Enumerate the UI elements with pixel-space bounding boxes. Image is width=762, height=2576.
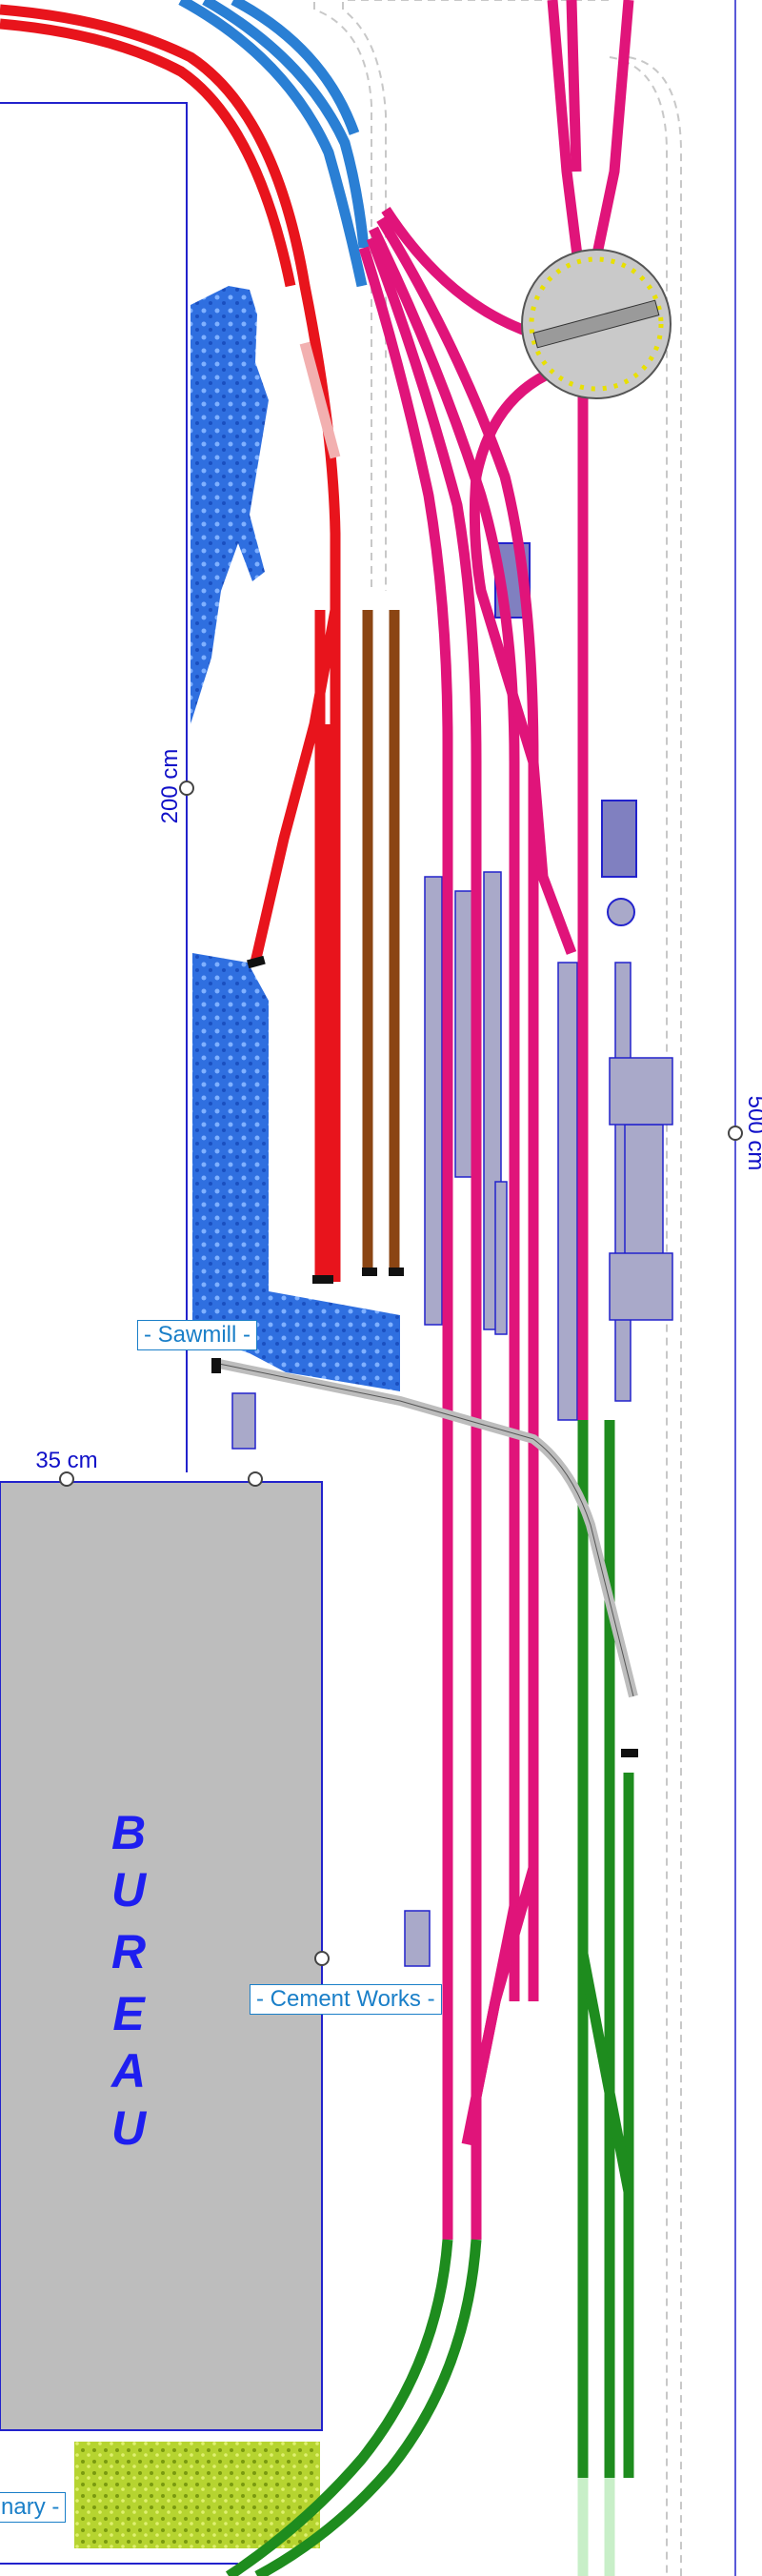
bureau-block: B U R E A U — [0, 1481, 323, 2431]
dimension-label-left: 200 cm — [157, 749, 183, 824]
primary-label[interactable]: nary - — [0, 2492, 67, 2523]
dimension-label-right: 500 cm — [743, 1096, 762, 1171]
pond-lower — [192, 953, 400, 1391]
blue-tracks[interactable] — [178, 0, 370, 288]
sawmill-label[interactable]: - Sawmill - — [137, 1320, 257, 1350]
pond-upper — [190, 286, 269, 724]
bureau-letter: B — [111, 1806, 146, 1859]
bureau-letter: U — [111, 1863, 148, 1917]
grey-spur-outline — [213, 1362, 634, 1697]
red-track-faded — [299, 341, 341, 459]
turntable-icon[interactable] — [521, 249, 672, 399]
bureau-letter: A — [110, 2044, 146, 2098]
buffer-stop-icon — [211, 955, 638, 1757]
bureau-letter: R — [111, 1925, 146, 1978]
cement-works-label[interactable]: - Cement Works - — [250, 1984, 442, 2015]
red-tracks[interactable] — [0, 4, 341, 1282]
green-track-faded — [577, 2478, 615, 2576]
brown-sidings[interactable] — [362, 610, 400, 1272]
bureau-letter: U — [111, 2101, 148, 2155]
bureau-letter: E — [112, 1987, 146, 2040]
magenta-tracks[interactable] — [358, 0, 634, 2240]
dimension-label-shelf: 35 cm — [35, 1448, 97, 1473]
dimension-pin-icon — [59, 781, 743, 1966]
station-platforms[interactable] — [231, 871, 673, 1967]
grass-area — [74, 2442, 320, 2548]
